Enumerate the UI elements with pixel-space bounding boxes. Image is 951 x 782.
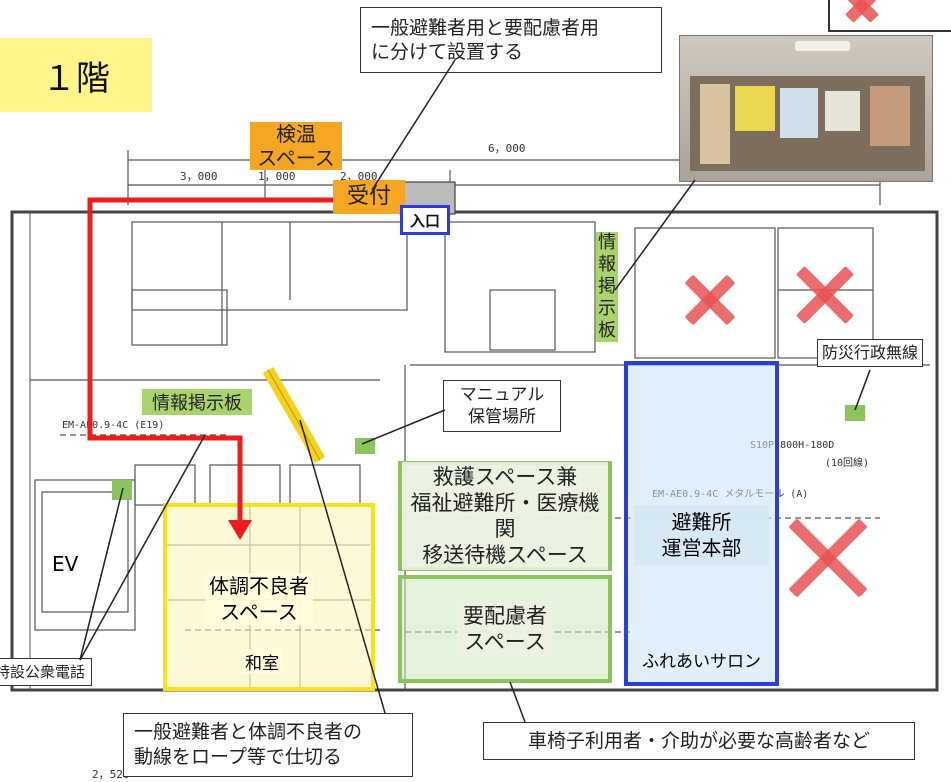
hq-zone-line1: 避難所 <box>671 510 732 534</box>
legend-cross-icon <box>844 0 880 24</box>
salon-label: ふれあいサロン <box>630 647 773 672</box>
floor-label-text: １階 <box>42 58 110 99</box>
hq-zone-line2: 運営本部 <box>661 536 742 560</box>
elevator-label: EV <box>46 552 85 576</box>
callout-rope-divider: 一般避難者と体調不良者の 動線をロープ等で仕切る <box>123 713 413 777</box>
info-board-char-5: 板 <box>598 320 616 341</box>
care-zone: 要配慮者 スペース <box>398 575 612 683</box>
cable-label-left: EM-AE0.9-4C (E19) <box>62 420 165 431</box>
care-zone-line1: 要配慮者 <box>463 604 547 628</box>
thermometer-space-line2: スペース <box>257 146 335 170</box>
callout-wheelchair-text: 車椅子利用者・介助が必要な高齢者など <box>527 730 870 752</box>
entrance-text: 入口 <box>409 211 440 230</box>
sick-zone: 体調不良者 スペース 和室 <box>163 503 375 691</box>
manual-marker <box>355 438 375 454</box>
sick-zone-line1: 体調不良者 <box>209 574 309 598</box>
care-zone-label: 要配慮者 スペース <box>457 601 553 657</box>
dimension-b-label: 1，000 <box>258 170 296 183</box>
callout-rope-line1: 一般避難者と体調不良者の <box>134 721 363 743</box>
rescue-zone-line3: 移送待機スペース <box>422 543 588 567</box>
rescue-zone-line2: 福祉避難所・医療機関 <box>410 491 600 541</box>
callout-split-install-line2: に分けて設置する <box>371 41 524 63</box>
callout-split-install-line1: 一般避難者用と要配慮者用 <box>371 17 600 39</box>
sick-zone-line2: スペース <box>220 600 298 624</box>
washitsu-label: 和室 <box>241 649 283 674</box>
salon-label-text: ふれあいサロン <box>642 652 761 672</box>
callout-manual-line2: 保管場所 <box>468 407 536 427</box>
info-board-char-2: 報 <box>598 254 616 275</box>
callout-special-phone: 特設公衆電話 <box>0 658 93 686</box>
reception-tag: 受付 <box>333 180 405 214</box>
dimension-c-label: 2，000 <box>340 170 378 183</box>
cable-count-label: (10回線) <box>825 458 870 469</box>
radio-marker <box>845 405 865 421</box>
phone-marker <box>112 480 132 500</box>
rescue-zone-line1: 救護スペース兼 <box>432 465 578 489</box>
thermometer-space-tag: 検温 スペース <box>250 122 342 170</box>
info-board-horizontal: 情報掲示板 <box>142 389 252 415</box>
notice-board-photo <box>679 35 933 182</box>
entrance-box: 入口 <box>400 205 450 235</box>
dimension-total-label: 6，000 <box>488 142 526 155</box>
cable-spec-label: S10P-800H-180D <box>750 440 835 451</box>
unavailable-cross-icon <box>778 508 878 608</box>
callout-rope-line2: 動線をロープ等で仕切る <box>134 746 342 768</box>
callout-split-install: 一般避難者用と要配慮者用 に分けて設置する <box>360 7 662 73</box>
hq-zone: 避難所 運営本部 ふれあいサロン <box>624 361 779 686</box>
rescue-zone-label: 救護スペース兼 福祉避難所・医療機関 移送待機スペース <box>402 462 608 570</box>
dimension-bottom-label: 2，520 <box>92 768 130 781</box>
callout-wheelchair: 車椅子利用者・介助が必要な高齢者など <box>483 722 915 760</box>
washitsu-label-text: 和室 <box>245 654 279 674</box>
info-board-char-3: 掲 <box>598 276 616 297</box>
reception-tag-text: 受付 <box>346 184 391 209</box>
care-zone-line2: スペース <box>464 630 546 654</box>
hq-zone-label: 避難所 運営本部 <box>634 505 769 565</box>
info-board-horizontal-text: 情報掲示板 <box>152 393 242 414</box>
callout-special-phone-text: 特設公衆電話 <box>0 663 86 681</box>
thermometer-space-line1: 検温 <box>276 122 316 146</box>
info-board-char-1: 情 <box>598 232 616 253</box>
callout-disaster-radio-text: 防災行政無線 <box>822 343 919 362</box>
rescue-zone: 救護スペース兼 福祉避難所・医療機関 移送待機スペース <box>398 461 612 571</box>
sick-zone-label: 体調不良者 スペース <box>205 573 313 625</box>
unavailable-cross-icon <box>680 270 740 330</box>
legend-box <box>828 0 951 32</box>
info-board-char-4: 示 <box>598 298 616 319</box>
floor-label: １階 <box>0 38 152 112</box>
callout-manual-storage: マニュアル 保管場所 <box>443 380 561 432</box>
dimension-a-label: 3，000 <box>180 170 218 183</box>
callout-disaster-radio: 防災行政無線 <box>817 339 924 367</box>
callout-manual-line1: マニュアル <box>459 385 545 405</box>
elevator-label-text: EV <box>52 552 79 576</box>
unavailable-cross-icon <box>790 260 860 330</box>
info-board-vertical: 情 報 掲 示 板 <box>596 232 618 342</box>
